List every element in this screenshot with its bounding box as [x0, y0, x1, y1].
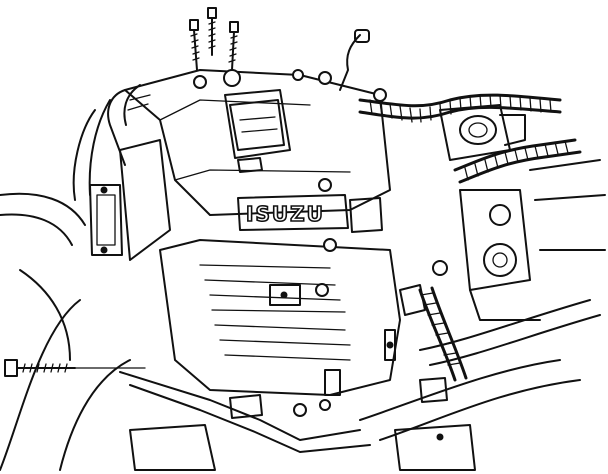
bolts-top — [189, 7, 241, 89]
bolt-icon — [207, 7, 217, 56]
bolt-icon — [189, 19, 200, 71]
distributor-icon — [439, 104, 526, 161]
center-sensors — [318, 178, 448, 396]
left-hose — [0, 99, 131, 471]
bolt-icon — [228, 21, 239, 71]
bottom-rod — [4, 359, 371, 453]
bottom-supports — [129, 377, 476, 471]
engine-block — [159, 239, 401, 396]
intake-plenum — [107, 69, 391, 216]
linkage-rod — [359, 299, 601, 441]
sensor-lead — [292, 29, 387, 102]
wiring-harness-icon — [358, 93, 582, 382]
right-pulley — [459, 159, 606, 321]
nameplate-text: ISUZU — [246, 202, 325, 226]
isuzu-nameplate: ISUZU — [237, 194, 349, 231]
left-bracket — [89, 139, 171, 261]
ignition-module — [224, 89, 291, 173]
